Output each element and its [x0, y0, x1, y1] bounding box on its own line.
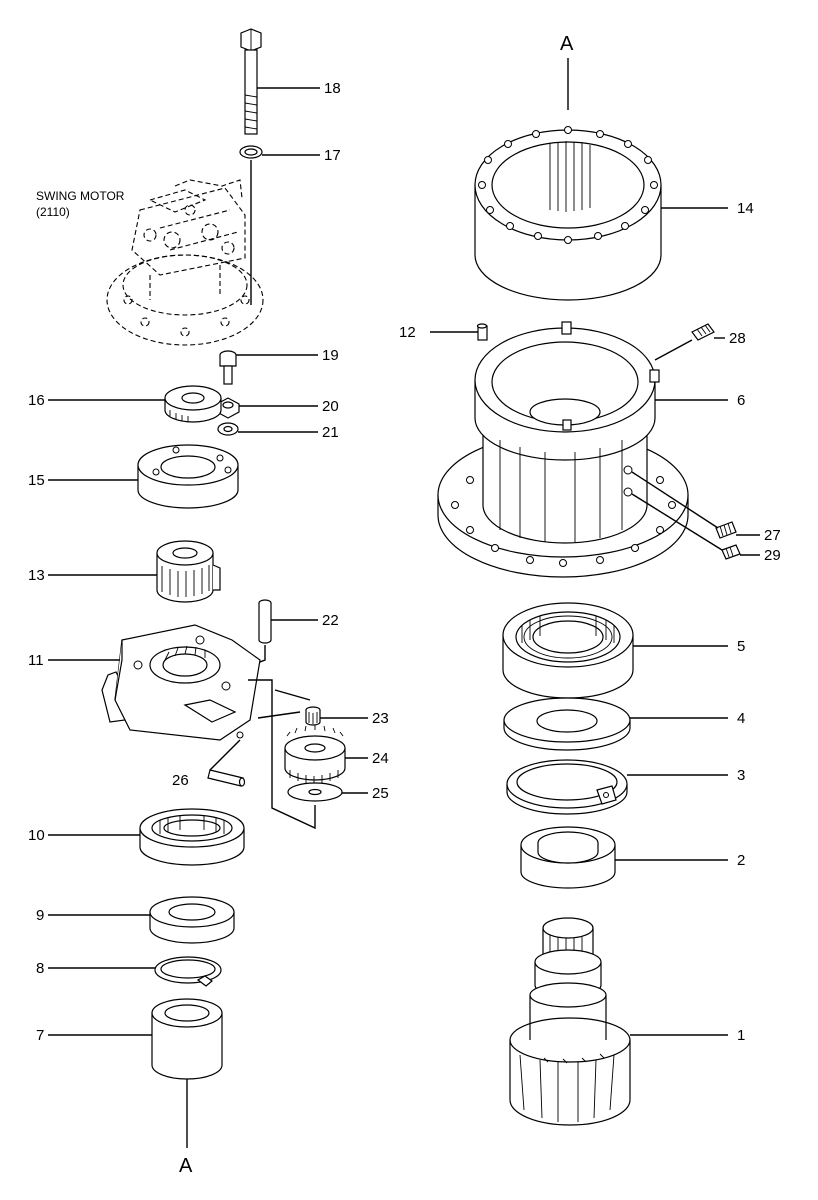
- part-14-ring-gear: [474, 126, 662, 301]
- section-mark-a-bottom: A: [179, 1155, 193, 1177]
- callout-6: 6: [737, 392, 745, 409]
- section-mark-a-top: A: [560, 33, 574, 55]
- callout-16: 16: [28, 392, 45, 409]
- part-22-pin: [258, 599, 272, 644]
- callout-21: 21: [322, 424, 339, 441]
- part-27-plug: [715, 521, 737, 539]
- part-13-gear: [156, 540, 221, 603]
- callout-18: 18: [324, 80, 341, 97]
- part-10-bearing: [139, 808, 245, 866]
- callout-7: 7: [36, 1027, 44, 1044]
- callout-27: 27: [764, 527, 781, 544]
- part-21-washer: [217, 422, 239, 436]
- swing-motor-code: (2110): [36, 205, 70, 219]
- callout-29: 29: [764, 547, 781, 564]
- part-20-nut: [216, 397, 240, 419]
- callout-19: 19: [322, 347, 339, 364]
- callout-10: 10: [28, 827, 45, 844]
- part-19-pin: [219, 350, 237, 385]
- callout-2: 2: [737, 852, 745, 869]
- part-28-plug: [691, 323, 715, 341]
- part-11-carrier: [101, 624, 261, 741]
- part-5-bearing: [502, 602, 634, 699]
- callout-24: 24: [372, 750, 389, 767]
- part-16-gear: [164, 385, 222, 423]
- callout-25: 25: [372, 785, 389, 802]
- part-17-washer: [239, 145, 263, 159]
- leader-lines: [48, 87, 760, 1036]
- part-26-pin: [207, 769, 246, 787]
- callout-1: 1: [737, 1027, 745, 1044]
- callout-13: 13: [28, 567, 45, 584]
- callout-22: 22: [322, 612, 339, 629]
- callout-28: 28: [729, 330, 746, 347]
- part-15-plate: [137, 444, 239, 509]
- part-8-snap-ring: [154, 956, 222, 987]
- callout-14: 14: [737, 200, 754, 217]
- part-1-pinion-shaft: [509, 917, 631, 1126]
- part-23-bearing: [305, 706, 321, 726]
- part-7-sleeve: [151, 998, 223, 1080]
- swing-motor-label: SWING MOTOR: [36, 189, 125, 203]
- callout-8: 8: [36, 960, 44, 977]
- callout-12: 12: [399, 324, 416, 341]
- callout-5: 5: [737, 638, 745, 655]
- part-29-plug: [721, 544, 741, 560]
- callout-3: 3: [737, 767, 745, 784]
- part-24-planet-gear: [284, 725, 346, 784]
- part-25-washer: [287, 782, 343, 802]
- swing-motor-outline: [106, 179, 264, 346]
- part-2-collar: [520, 826, 616, 889]
- callout-26: 26: [172, 772, 189, 789]
- callout-4: 4: [737, 710, 745, 727]
- callout-15: 15: [28, 472, 45, 489]
- callout-23: 23: [372, 710, 389, 727]
- part-6-housing: [437, 321, 689, 578]
- part-3-snap-ring: [506, 759, 628, 815]
- callout-20: 20: [322, 398, 339, 415]
- callout-9: 9: [36, 907, 44, 924]
- part-18-bolt: [240, 28, 262, 135]
- part-4-seal: [503, 697, 631, 751]
- callout-17: 17: [324, 147, 341, 164]
- part-9-ring: [149, 896, 235, 944]
- callout-11: 11: [28, 652, 44, 669]
